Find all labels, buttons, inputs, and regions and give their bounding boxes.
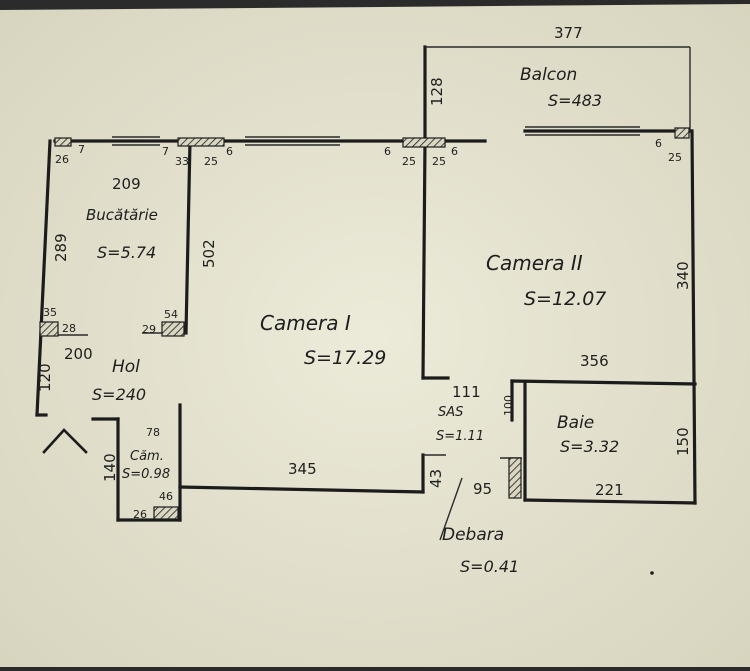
dim-345: 345: [288, 460, 317, 478]
room-name-debara: Debara: [442, 525, 504, 545]
dim-111: 111: [452, 383, 481, 401]
room-area-balcon: S=483: [548, 91, 602, 110]
wall-bathroom-top: [510, 379, 697, 386]
room-name-camera-1: Camera I: [260, 311, 351, 335]
hatch-8: [508, 457, 522, 499]
room-name-balcon: Balcon: [520, 65, 577, 85]
dim-25-mid-right: 25: [432, 155, 446, 168]
hatch-3: [402, 137, 446, 148]
wall-right: [690, 129, 697, 505]
dim-6-right: 6: [655, 137, 662, 150]
dim-200: 200: [64, 345, 93, 363]
hatch-5: [39, 321, 59, 337]
dim-54: 54: [164, 308, 178, 321]
entrance-arrow: [42, 428, 88, 454]
dim-289: 289: [52, 233, 70, 262]
dim-35: 35: [43, 306, 57, 319]
ink-dot: [650, 571, 654, 575]
dim-356: 356: [580, 352, 609, 370]
dim-6-kitchen: 6: [226, 145, 233, 158]
wall-kitchen-right: [184, 139, 192, 335]
room-name-camara: Căm.: [130, 449, 164, 464]
window-camera-2: [525, 126, 640, 136]
room-name-hol: Hol: [112, 357, 140, 377]
dim-221: 221: [595, 481, 624, 499]
debara-pointer: [439, 477, 463, 541]
wall-bottom-bath: [523, 498, 697, 505]
dim-43: 43: [427, 469, 445, 488]
room-area-baie: S=3.32: [560, 437, 619, 456]
paper-top-edge: [0, 0, 750, 10]
dim-6-mid-right: 6: [451, 145, 458, 158]
dim-150: 150: [674, 427, 692, 456]
dim-25-mid-left: 25: [402, 155, 416, 168]
hatch-7: [153, 506, 179, 520]
dim-78: 78: [146, 426, 160, 439]
hatch-6: [161, 321, 185, 337]
dim-7-right: 7: [162, 145, 169, 158]
room-area-hol: S=240: [92, 385, 146, 404]
room-area-bucatarie: S=5.74: [97, 243, 156, 262]
window-kitchen-1: [112, 136, 160, 146]
room-area-camara: S=0.98: [122, 467, 170, 482]
wall-bottom: [178, 485, 425, 494]
dim-95: 95: [473, 480, 492, 498]
hatch-2: [177, 137, 225, 147]
dim-140: 140: [101, 453, 119, 482]
dim-377: 377: [554, 24, 583, 42]
dim-25-right: 25: [668, 151, 682, 164]
hatch-4: [674, 127, 690, 139]
dim-28: 28: [62, 322, 76, 335]
room-area-camera-2: S=12.07: [524, 288, 606, 310]
dim-502: 502: [200, 239, 218, 268]
dim-340: 340: [674, 261, 692, 290]
dim-25-kitchen: 25: [204, 155, 218, 168]
wall-camera-partition: [421, 139, 427, 380]
dim-6-mid-left: 6: [384, 145, 391, 158]
dim-209: 209: [112, 175, 141, 193]
room-name-baie: Baie: [557, 413, 594, 433]
dim-120: 120: [36, 363, 54, 392]
room-name-sas: SAS: [438, 405, 463, 420]
dim-26-top: 26: [55, 153, 69, 166]
dim-26-bottom: 26: [133, 508, 147, 521]
room-name-bucatarie: Bucătărie: [86, 206, 158, 224]
dim-7-left: 7: [78, 143, 85, 156]
dim-46: 46: [159, 490, 173, 503]
dim-100: 100: [502, 395, 515, 416]
room-name-camera-2: Camera II: [486, 251, 583, 275]
wall-left: [35, 139, 52, 417]
hatch-1: [54, 137, 72, 147]
dim-29: 29: [142, 323, 156, 336]
room-area-sas: S=1.11: [436, 429, 484, 444]
dim-128: 128: [428, 77, 446, 106]
room-area-debara: S=0.41: [460, 557, 519, 576]
room-area-camera-1: S=17.29: [304, 347, 386, 369]
window-camera-1: [245, 136, 340, 146]
dim-33: 33: [175, 155, 189, 168]
